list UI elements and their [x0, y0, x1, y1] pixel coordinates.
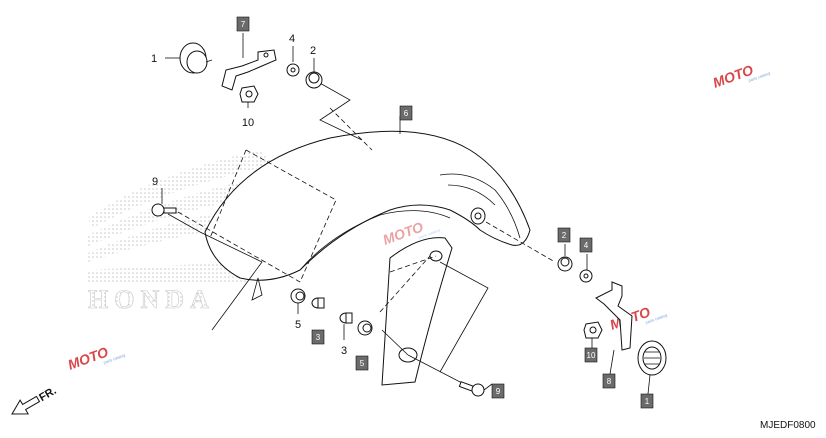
- front-direction-arrow: FR.: [11, 385, 59, 415]
- assembly-line: [389, 255, 437, 273]
- callout-number: 2: [310, 45, 316, 57]
- diagram-code: MJEDF0800: [760, 420, 816, 431]
- callout-9[interactable]: 9: [152, 176, 158, 188]
- leader-line: [439, 261, 489, 373]
- watermark-2: MOTO parts catalog: [66, 343, 126, 372]
- callout-9-boxed[interactable]: 9: [491, 383, 505, 399]
- callout-7-boxed[interactable]: 7: [236, 16, 250, 32]
- nut-part-10b[interactable]: [583, 321, 603, 339]
- callout-number: 9: [496, 387, 501, 396]
- callout-number: 1: [151, 53, 157, 65]
- leader-line: [483, 383, 493, 391]
- callout-5[interactable]: 5: [295, 319, 301, 331]
- assembly-line: [329, 107, 373, 151]
- callout-box: [579, 237, 593, 253]
- watermark-text: MOTO: [66, 343, 111, 372]
- callout-number: 5: [295, 319, 301, 331]
- grommet-part-5[interactable]: [290, 288, 306, 304]
- leader-line: [609, 349, 615, 375]
- bracket-part-8[interactable]: [595, 281, 633, 351]
- leader-line: [647, 374, 651, 395]
- callout-1-boxed[interactable]: 1: [640, 393, 654, 409]
- callout-number: 7: [241, 20, 246, 29]
- watermark-1: MOTO parts catalog: [711, 61, 771, 90]
- callout-10[interactable]: 10: [242, 117, 254, 129]
- callout-number: 3: [316, 333, 321, 342]
- leader-line: [381, 329, 409, 356]
- bracket-part-7[interactable]: [221, 49, 277, 91]
- leader-line: [317, 81, 363, 141]
- callout-number: 3: [341, 345, 347, 357]
- grommet-part-1[interactable]: [179, 42, 213, 74]
- callout-1[interactable]: 1: [151, 53, 157, 65]
- front-fender[interactable]: [204, 130, 531, 386]
- callout-number: 10: [587, 351, 596, 360]
- callout-box: [640, 393, 654, 409]
- callout-number: 5: [360, 359, 365, 368]
- callout-number: 8: [607, 377, 612, 386]
- bolt-part-9[interactable]: [151, 203, 177, 217]
- nut-part-10[interactable]: [239, 85, 259, 103]
- callout-3[interactable]: 3: [341, 345, 347, 357]
- honda-brand-text: HONDA: [88, 285, 215, 314]
- collar-part-3[interactable]: [311, 297, 325, 309]
- assembly-line: [245, 149, 337, 283]
- nut-part-2[interactable]: [305, 71, 323, 89]
- nut-part-2b[interactable]: [557, 256, 573, 272]
- collar-part-3b[interactable]: [339, 312, 353, 324]
- callout-10-boxed[interactable]: 10: [584, 347, 598, 363]
- washer-part-4[interactable]: [286, 63, 300, 77]
- grommet-part-5b[interactable]: [357, 320, 373, 336]
- callout-number: 10: [242, 117, 254, 129]
- callout-number: 9: [152, 176, 158, 188]
- callout-box: [399, 105, 413, 121]
- callout-8-boxed[interactable]: 8: [602, 373, 616, 389]
- callout-number: 2: [562, 231, 567, 240]
- callout-box: [236, 16, 250, 32]
- leader-line: [407, 354, 465, 385]
- callout-3-boxed[interactable]: 3: [311, 329, 325, 345]
- assembly-line: [379, 255, 431, 313]
- assembly-line: [485, 221, 556, 263]
- callout-number: 1: [645, 397, 650, 406]
- callout-box: [491, 383, 505, 399]
- callout-box: [355, 355, 369, 371]
- bolt-part-9b[interactable]: [458, 381, 485, 397]
- callout-box: [584, 347, 598, 363]
- callout-number: 4: [584, 241, 589, 250]
- callout-6-boxed[interactable]: 6: [399, 105, 413, 121]
- callout-box: [602, 373, 616, 389]
- callout-2[interactable]: 2: [310, 45, 316, 57]
- callout-number: 6: [404, 109, 409, 118]
- direction-label: FR.: [37, 385, 58, 404]
- watermark-text: MOTO: [711, 61, 756, 90]
- callout-4-boxed[interactable]: 4: [579, 237, 593, 253]
- grommet-part-1b[interactable]: [637, 340, 667, 376]
- leader-line: [167, 213, 201, 233]
- washer-part-4b[interactable]: [579, 269, 593, 283]
- callout-4[interactable]: 4: [289, 33, 295, 45]
- callout-number: 4: [289, 33, 295, 45]
- callout-5-boxed[interactable]: 5: [355, 355, 369, 371]
- leader-line: [199, 231, 263, 331]
- callout-box: [557, 227, 571, 243]
- callout-group: 1 7 4 2 10 6 9 5 3 3 5 9 2 4 10 8 1: [151, 16, 654, 409]
- callout-box: [311, 329, 325, 345]
- callout-2-boxed[interactable]: 2: [557, 227, 571, 243]
